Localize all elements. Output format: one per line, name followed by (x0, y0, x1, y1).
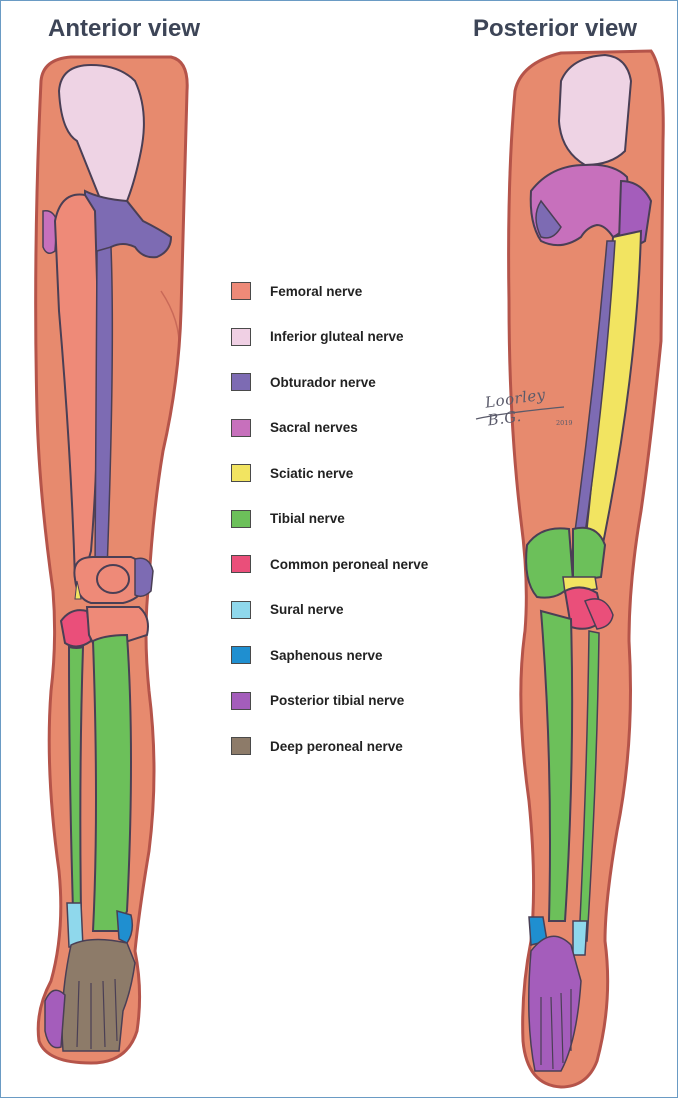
legend-item-deep-peroneal: Deep peroneal nerve (231, 735, 428, 757)
legend-label: Femoral nerve (270, 284, 362, 299)
legend-swatch (231, 419, 251, 437)
legend-swatch (231, 510, 251, 528)
legend-item-common-peroneal: Common peroneal nerve (231, 553, 428, 575)
legend-swatch (231, 692, 251, 710)
legend-swatch (231, 328, 251, 346)
posterior-leg-illustration (501, 41, 671, 1091)
legend-label: Inferior gluteal nerve (270, 329, 404, 344)
legend-swatch (231, 646, 251, 664)
legend-item-posterior-tibial: Posterior tibial nerve (231, 690, 428, 712)
legend-item-sacral: Sacral nerves (231, 417, 428, 439)
legend-label: Saphenous nerve (270, 648, 383, 663)
legend-label: Obturador nerve (270, 375, 376, 390)
legend-item-obturador: Obturador nerve (231, 371, 428, 393)
legend-item-tibial: Tibial nerve (231, 508, 428, 530)
legend-label: Deep peroneal nerve (270, 739, 403, 754)
legend-item-femoral: Femoral nerve (231, 280, 428, 302)
legend-label: Sural nerve (270, 602, 344, 617)
legend-swatch (231, 464, 251, 482)
signature-year: 2019 (556, 419, 573, 427)
nerve-legend: Femoral nerve Inferior gluteal nerve Obt… (231, 280, 428, 781)
legend-swatch (231, 555, 251, 573)
posterior-view-title: Posterior view (473, 15, 637, 43)
legend-swatch (231, 737, 251, 755)
anterior-leg-illustration (31, 51, 191, 1091)
artist-signature: Loorley B.G. 2019 (472, 383, 582, 433)
legend-label: Sciatic nerve (270, 466, 353, 481)
legend-label: Sacral nerves (270, 420, 358, 435)
legend-swatch (231, 373, 251, 391)
legend-label: Common peroneal nerve (270, 557, 428, 572)
legend-swatch (231, 601, 251, 619)
legend-label: Tibial nerve (270, 511, 345, 526)
legend-item-saphenous: Saphenous nerve (231, 644, 428, 666)
legend-item-sciatic: Sciatic nerve (231, 462, 428, 484)
legend-item-inferior-gluteal: Inferior gluteal nerve (231, 326, 428, 348)
anterior-view-title: Anterior view (48, 15, 200, 43)
legend-swatch (231, 282, 251, 300)
legend-label: Posterior tibial nerve (270, 693, 404, 708)
legend-item-sural: Sural nerve (231, 599, 428, 621)
